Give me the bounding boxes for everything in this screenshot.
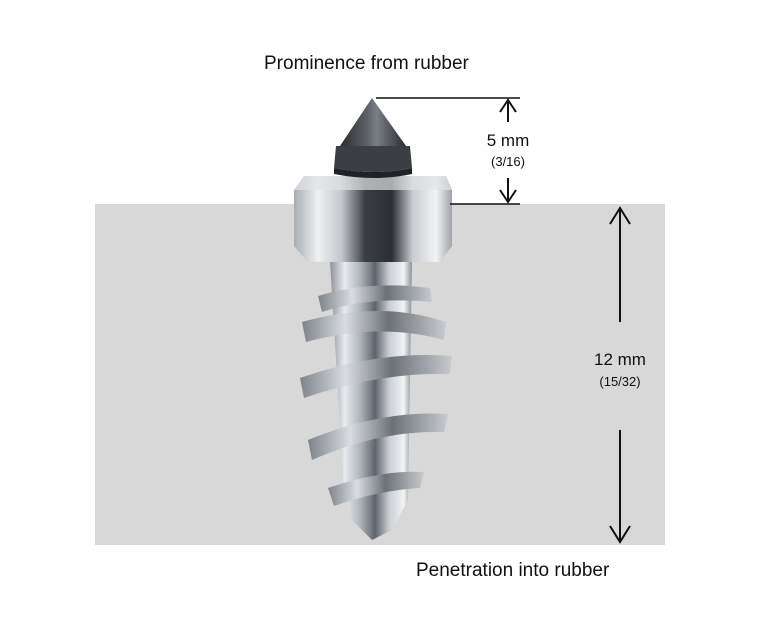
dimension-arrow-icon [609,206,631,544]
penetration-dimension [609,206,631,544]
prominence-inch: (3/16) [491,154,525,169]
penetration-mm: 12 mm [594,350,646,369]
prominence-mm: 5 mm [486,131,530,150]
prominence-dimension [376,97,520,205]
penetration-inch: (15/32) [599,374,641,389]
penetration-label: Penetration into rubber [416,560,610,581]
tire-stud-screw-image [294,98,452,540]
prominence-label: Prominence from rubber [264,53,469,74]
dimension-arrow-icon [499,98,517,204]
